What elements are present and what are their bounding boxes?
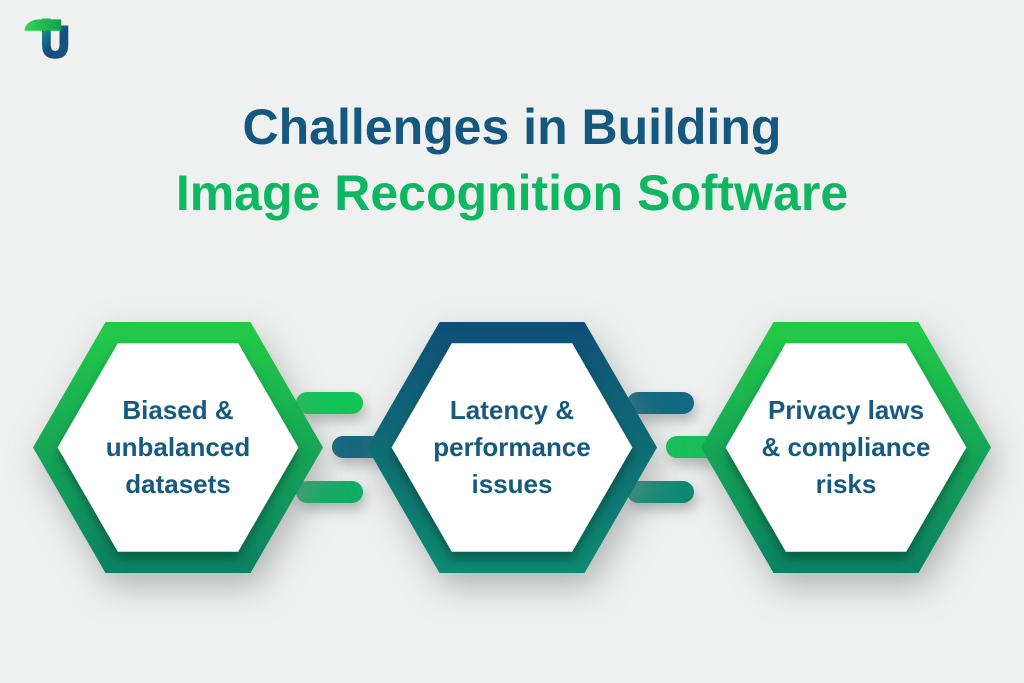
logo-t-bar-shape xyxy=(24,19,62,31)
hexagon-label-line: datasets xyxy=(125,469,231,499)
connector-bar-bottom-right xyxy=(627,481,694,503)
hexagon-face xyxy=(725,343,967,552)
title-line-2: Image Recognition Software xyxy=(175,165,849,221)
hexagon-face xyxy=(57,343,299,552)
hexagon-shape xyxy=(33,322,323,573)
hexagon-shape xyxy=(367,322,657,573)
tu-logo-icon xyxy=(24,18,69,59)
hexagon-label-line: Privacy laws xyxy=(767,395,925,425)
connector-bar-bottom-left xyxy=(296,481,363,503)
hexagon-shape xyxy=(701,322,991,573)
hexagon-label-line: risks xyxy=(815,469,877,499)
hexagon-label-line: performance xyxy=(433,432,591,462)
title-line-1: Challenges in Building xyxy=(242,99,782,155)
hexagon-label-line: & compliance xyxy=(761,432,931,462)
hexagon-label: Latency & performance issues xyxy=(367,322,657,573)
hexagon-latency-performance: Latency & performance issues xyxy=(367,322,657,573)
connector-bar-top-left xyxy=(296,392,363,414)
hexagon-label-line: Biased & xyxy=(122,395,234,425)
hexagon-biased-datasets: Biased & unbalanced datasets xyxy=(33,322,323,573)
hexagon-label: Biased & unbalanced datasets xyxy=(33,322,323,573)
hexagon-privacy-compliance: Privacy laws & compliance risks xyxy=(701,322,991,573)
hexagon-label-line: unbalanced xyxy=(105,432,251,462)
connector-bar-top-right xyxy=(627,392,694,414)
hexagon-label: Privacy laws & compliance risks xyxy=(701,322,991,573)
hexagon-face xyxy=(391,343,633,552)
hexagon-label-line: issues xyxy=(471,469,553,499)
hexagon-label-line: Latency & xyxy=(449,395,575,425)
page-title: Challenges in Building Image Recognition… xyxy=(0,94,1024,226)
